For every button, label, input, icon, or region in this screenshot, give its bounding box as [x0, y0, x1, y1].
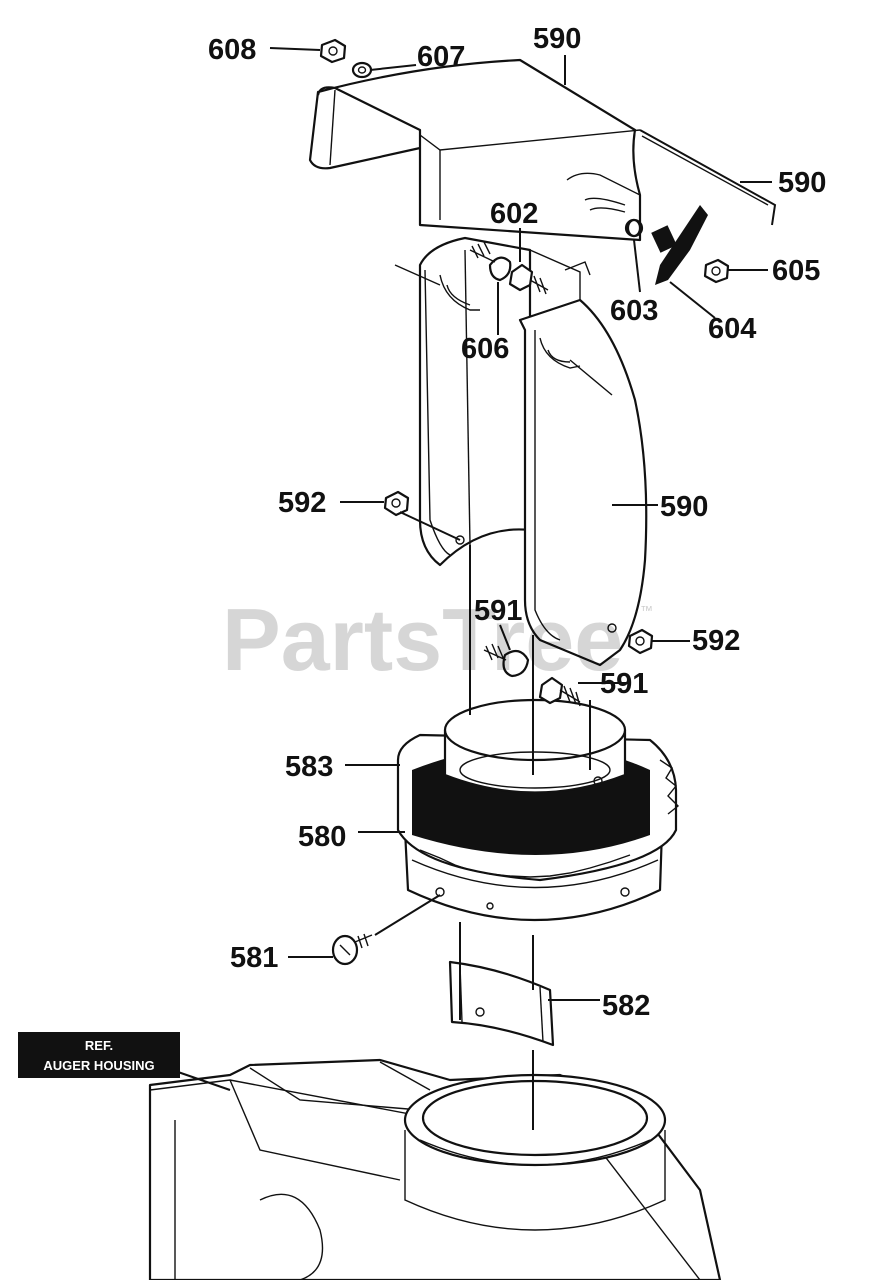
leader-lines — [177, 47, 772, 1130]
part-label-590-rod: 590 — [778, 167, 826, 199]
reference-box-auger-housing: REF. AUGER HOUSING — [18, 1032, 180, 1078]
bolt-591-lower — [538, 676, 581, 707]
carriage-bolt-591-upper — [483, 643, 530, 678]
part-label-592-right: 592 — [692, 625, 740, 657]
nut-592-left — [383, 490, 410, 517]
nut-605 — [703, 258, 730, 284]
part-label-580: 580 — [298, 821, 346, 853]
part-label-583: 583 — [285, 751, 333, 783]
part-label-606: 606 — [461, 333, 509, 365]
bolt-602 — [508, 263, 549, 295]
nut-608 — [319, 38, 347, 64]
part-label-581: 581 — [230, 942, 278, 974]
ref-label: REF. — [85, 1038, 113, 1053]
knob-604 — [651, 205, 708, 285]
deflector-590 — [308, 58, 644, 242]
part-label-607: 607 — [417, 41, 465, 73]
part-label-582: 582 — [602, 990, 650, 1022]
lower-chute-left-panel — [394, 236, 532, 567]
ref-auger-housing-label: AUGER HOUSING — [43, 1058, 154, 1073]
nut-592-right — [627, 628, 654, 655]
lower-chute-right-panel-590 — [518, 249, 648, 667]
part-label-604: 604 — [708, 313, 756, 345]
control-rod-590 — [639, 129, 777, 226]
auger-housing — [148, 1058, 722, 1280]
part-label-602: 602 — [490, 198, 538, 230]
part-label-603: 603 — [610, 295, 658, 327]
part-label-590-panel: 590 — [660, 491, 708, 523]
part-label-592-left: 592 — [278, 487, 326, 519]
part-label-591-upper: 591 — [474, 595, 522, 627]
part-label-608: 608 — [208, 34, 256, 66]
watermark-trademark: ™ — [640, 603, 653, 618]
part-label-591-lower: 591 — [600, 668, 648, 700]
washer-603 — [626, 218, 642, 238]
screw-581 — [331, 933, 373, 966]
part-label-590-deflector: 590 — [533, 23, 581, 55]
part-labels: 608 607 590 590 602 605 603 604 606 592 … — [208, 23, 826, 1022]
part-label-605: 605 — [772, 255, 820, 287]
chute-shield-582 — [448, 960, 555, 1047]
watermark: PartsTree — [222, 590, 623, 689]
chute-lower-ring — [443, 698, 627, 794]
carriage-bolt-606 — [469, 241, 512, 282]
washer-607 — [351, 61, 373, 79]
